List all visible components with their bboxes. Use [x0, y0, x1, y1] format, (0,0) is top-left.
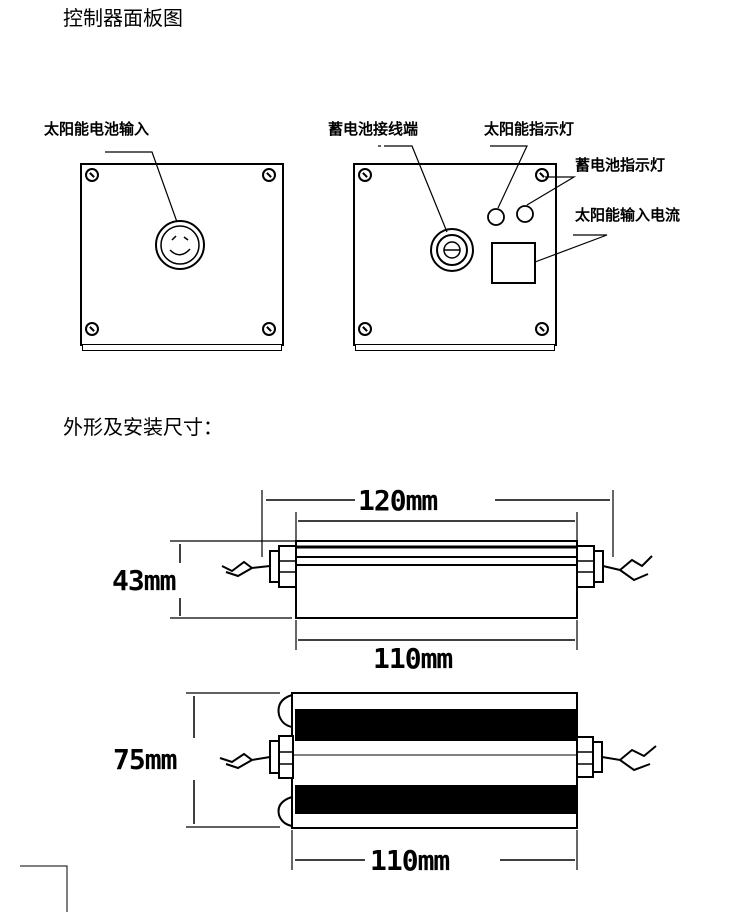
solar-current-meter-window [491, 242, 536, 284]
top-view [186, 692, 657, 870]
solar-indicator-label: 太阳能指示灯 [484, 120, 575, 138]
screw-icon [85, 322, 99, 336]
battery-indicator-label: 蓄电池指示灯 [575, 156, 666, 174]
screw-icon [262, 168, 276, 182]
screw-icon [535, 322, 549, 336]
solar-input-connector-icon [155, 220, 205, 270]
solar-indicator-lamp-icon [487, 208, 505, 226]
dimension-110mm-side-label: 110mm [373, 642, 453, 675]
dimension-120mm-label: 120mm [356, 484, 440, 517]
screw-icon [535, 168, 549, 182]
corner-mark [20, 865, 68, 912]
panel-heading: 控制器面板图 [63, 6, 183, 30]
battery-terminal-connector-icon [430, 228, 474, 272]
dimension-75mm-label: 75mm [113, 743, 177, 776]
screw-icon [358, 322, 372, 336]
side-view [170, 490, 653, 650]
screw-icon [358, 168, 372, 182]
screw-icon [85, 168, 99, 182]
battery-indicator-lamp-icon [516, 205, 534, 223]
solar-input-label: 太阳能电池输入 [44, 120, 150, 138]
leader-lines [105, 145, 608, 263]
left-panel-body [80, 163, 284, 346]
dimension-43mm-label: 43mm [112, 564, 176, 597]
screw-icon [262, 322, 276, 336]
battery-terminal-label: 蓄电池接线端 [328, 120, 419, 138]
dimensions-heading: 外形及安装尺寸： [63, 415, 223, 439]
solar-current-label: 太阳能输入电流 [575, 206, 681, 224]
left-panel-base [82, 345, 282, 351]
right-panel-base [355, 345, 555, 351]
dimension-110mm-top-label: 110mm [368, 844, 452, 877]
